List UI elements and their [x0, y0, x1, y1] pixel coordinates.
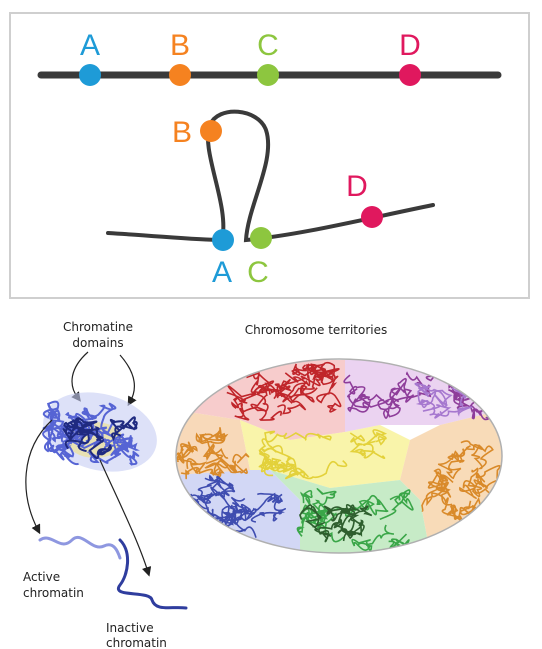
- chromatin-fiber-squiggle: [109, 416, 138, 442]
- territories-caption: Chromosome territories: [245, 323, 388, 337]
- chromatin-fiber-squiggle: [63, 417, 98, 435]
- chromatin-fiber-squiggle: [268, 373, 321, 398]
- chromatin-fiber-squiggle: [276, 372, 318, 404]
- chromatin-fiber-squiggle: [309, 366, 342, 413]
- domains-caption-line2: domains: [72, 336, 123, 350]
- linear-point-a: [79, 64, 101, 86]
- chromatin-fiber-squiggle: [186, 509, 206, 540]
- nucleus-outline: [175, 358, 503, 554]
- chromatin-fiber-squiggle: [112, 434, 140, 466]
- linear-label-b: B: [170, 29, 190, 62]
- chromatin-fiber-squiggle: [459, 440, 494, 470]
- linear-label-d: D: [399, 29, 421, 62]
- chromatin-fiber-squiggle: [437, 448, 466, 480]
- looped-point-c: [250, 227, 272, 249]
- looped-point-d: [361, 206, 383, 228]
- chromatin-fiber-squiggle: [70, 426, 112, 460]
- chromatin-fiber-squiggle: [305, 361, 336, 383]
- chromatin-fiber-squiggle: [210, 475, 236, 508]
- chromatin-fiber-squiggle: [421, 474, 452, 512]
- chromatin-fiber-squiggle: [362, 429, 388, 460]
- domains-arrow-right: [119, 354, 137, 407]
- linear-point-d: [399, 64, 421, 86]
- chromatin-fiber-squiggle: [414, 382, 443, 416]
- chromatin-fiber-squiggle: [344, 494, 389, 517]
- looped-point-b: [200, 120, 222, 142]
- chromatin-fiber-squiggle: [379, 489, 414, 521]
- domains-arrow-left: [71, 351, 89, 402]
- chromatin-fiber-squiggle: [340, 505, 373, 536]
- chromatin-fiber-squiggle: [418, 384, 448, 408]
- looped-label-c: C: [247, 256, 269, 289]
- chromatin-fiber-squiggle: [64, 418, 104, 450]
- chromatin-fiber-squiggle: [299, 504, 332, 537]
- chromatin-fiber-squiggle: [474, 514, 502, 536]
- chromatin-fiber-squiggle: [431, 490, 467, 525]
- inactive-chromatin-arrow: [99, 459, 152, 577]
- chromatin-fiber-squiggle: [53, 440, 79, 466]
- chromatin-fiber-squiggle: [343, 374, 371, 413]
- chromatin-fiber-squiggle: [202, 443, 238, 474]
- active-chromatin-arrow: [25, 419, 53, 535]
- chromatin-fiber-squiggle: [226, 386, 283, 422]
- chromatin-fiber-squiggle: [180, 463, 229, 480]
- chromatin-fiber-squiggle: [459, 467, 498, 499]
- looped-label-b: B: [172, 116, 192, 149]
- chromatin-fiber-squiggle: [197, 474, 228, 527]
- chromatin-fiber-squiggle: [42, 421, 70, 453]
- inactive-caption-line1: Inactive: [106, 621, 154, 635]
- chromatin-fiber-squiggle: [337, 504, 360, 524]
- chromatin-fiber-squiggle: [250, 492, 286, 523]
- chromatin-fiber-squiggle: [176, 508, 225, 545]
- chromatin-fiber-squiggle: [204, 452, 250, 476]
- looped-label-d: D: [346, 170, 368, 203]
- chromatin-fiber-squiggle: [193, 363, 228, 388]
- inactive-chromatin-fiber: [116, 538, 188, 610]
- chromatin-fiber-squiggle: [87, 436, 134, 464]
- chromatin-fiber-squiggle: [260, 457, 309, 478]
- chromatin-fiber-squiggle: [258, 452, 296, 477]
- linear-label-a: A: [80, 29, 100, 62]
- chromatin-fiber-squiggle: [351, 524, 395, 552]
- linear-vs-looped-panel: [9, 12, 530, 299]
- chromatin-fiber-squiggle: [422, 404, 473, 419]
- chromatin-fiber-squiggle: [178, 441, 208, 475]
- chromatin-fiber-squiggle: [349, 432, 376, 459]
- linear-label-c: C: [257, 29, 279, 62]
- chromatin-fiber-squiggle: [62, 419, 90, 453]
- linear-point-b: [169, 64, 191, 86]
- active-chromatin-fiber: [38, 536, 122, 560]
- domains-caption-line1: Chromatine: [63, 320, 133, 334]
- chromatin-fiber-squiggle: [176, 443, 198, 464]
- active-caption-line1: Active: [23, 570, 60, 584]
- looped-chromatin-line: [106, 109, 435, 243]
- looped-label-a: A: [212, 256, 232, 289]
- chromatin-fiber-squiggle: [415, 389, 453, 409]
- linear-point-c: [257, 64, 279, 86]
- chromatin-fiber-squiggle: [231, 384, 268, 421]
- chromatin-fiber-squiggle: [260, 445, 296, 472]
- inactive-caption-line2: chromatin: [106, 636, 167, 649]
- chromatin-fiber-squiggle: [347, 387, 402, 409]
- chromatin-domain-blob: [42, 392, 157, 472]
- chromatin-fiber-squiggle: [246, 371, 280, 400]
- looped-point-a: [212, 229, 234, 251]
- active-caption-line2: chromatin: [23, 586, 84, 600]
- chromatin-fiber-squiggle: [195, 426, 229, 459]
- chromatin-fiber-squiggle: [220, 505, 257, 538]
